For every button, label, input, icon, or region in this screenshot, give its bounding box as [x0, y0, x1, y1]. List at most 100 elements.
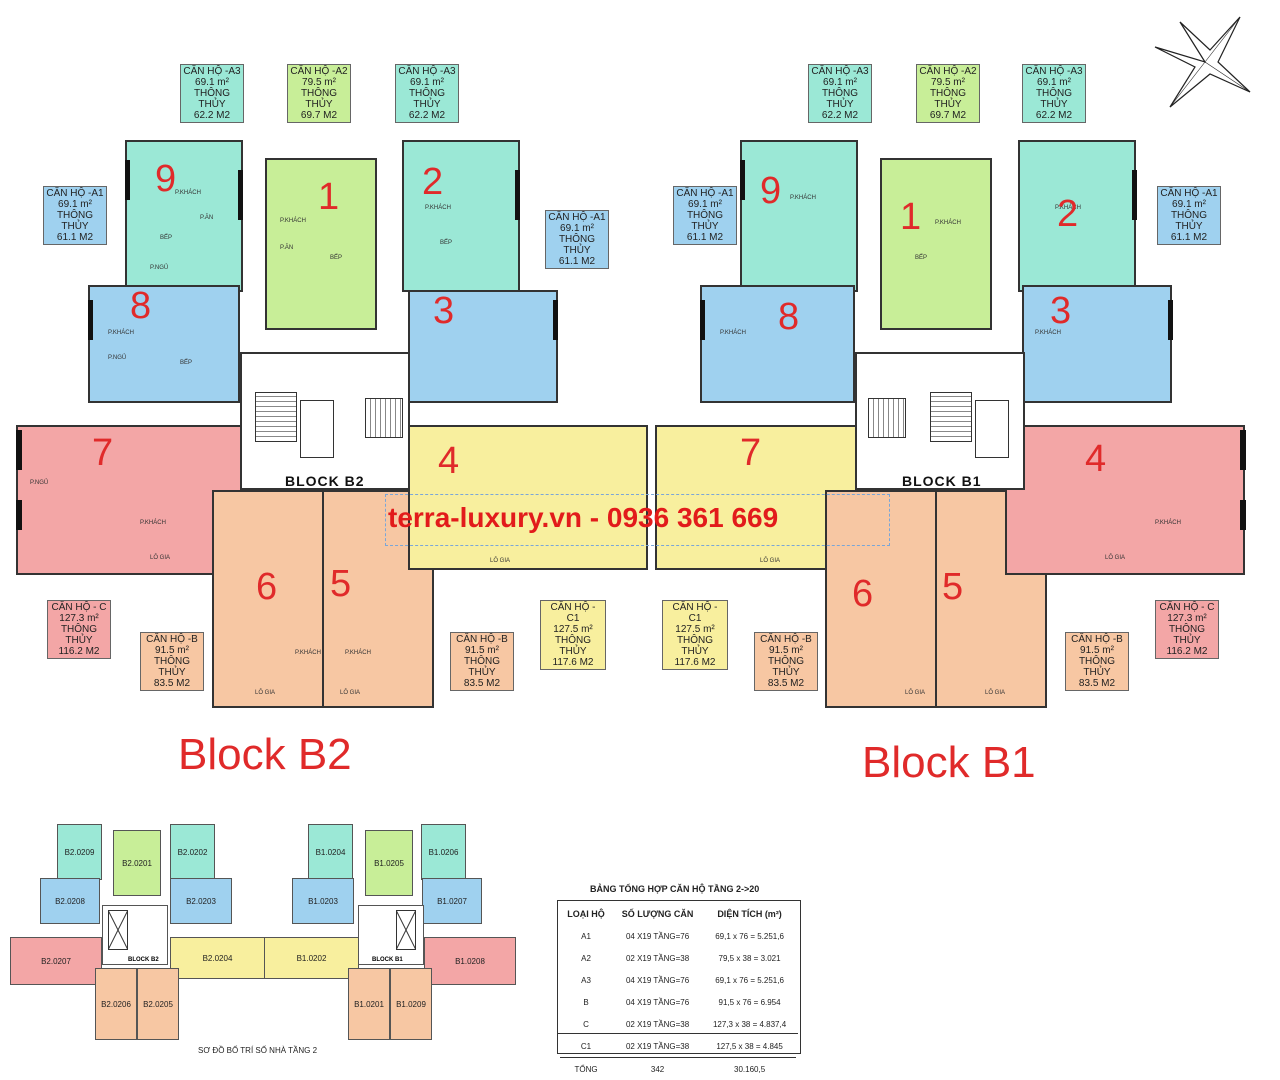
unit-number: 2: [422, 163, 443, 201]
mini-unit[interactable]: B1.0209: [390, 968, 432, 1040]
mini-unit[interactable]: B1.0202: [264, 937, 359, 979]
unit-b2-3[interactable]: [408, 290, 558, 403]
mini-core-label-b1: BLOCK B1: [372, 957, 403, 963]
mini-unit[interactable]: B2.0201: [113, 830, 161, 896]
mini-unit[interactable]: B2.0208: [40, 878, 100, 924]
room-label: P.KHÁCH: [1155, 520, 1181, 526]
room-label: P.KHÁCH: [108, 330, 134, 336]
watermark-text: terra-luxury.vn - 0936 361 669: [388, 502, 778, 534]
core-label-b2: BLOCK B2: [285, 473, 365, 489]
summary-header-row: LOẠI HỘ SỐ LƯỢNG CĂN DIỆN TÍCH (m²): [560, 903, 796, 925]
summary-cell: A1: [560, 925, 612, 947]
unit-b2-2[interactable]: [402, 140, 520, 292]
room-label: P.KHÁCH: [720, 330, 746, 336]
unit-number: 2: [1057, 195, 1078, 233]
unit-b1-1[interactable]: [880, 158, 992, 330]
room-label: P.KHÁCH: [280, 218, 306, 224]
mini-stair-b1: [396, 910, 416, 950]
stair-b1-2: [868, 398, 906, 438]
room-label: P.KHÁCH: [790, 195, 816, 201]
block-title-b1: Block B1: [862, 738, 1036, 788]
unit-b1-3[interactable]: [1022, 285, 1172, 403]
summary-cell: A2: [560, 947, 612, 969]
room-label: LÔ GIA: [760, 558, 780, 564]
mini-unit[interactable]: B2.0209: [57, 824, 102, 880]
wall: [125, 160, 130, 200]
unit-b2-9[interactable]: [125, 140, 243, 292]
mini-unit[interactable]: B1.0208: [424, 937, 516, 985]
unit-b1-9[interactable]: [740, 140, 858, 292]
summary-cell: A3: [560, 969, 612, 991]
unit-b2-8[interactable]: [88, 285, 240, 403]
room-label: P.NGỦ: [108, 355, 126, 361]
unit-number: 8: [778, 298, 799, 336]
unit-number: 4: [1085, 440, 1106, 478]
mini-unit[interactable]: B1.0201: [348, 968, 390, 1040]
elevator-b2: [300, 400, 334, 458]
mini-unit[interactable]: B1.0204: [308, 824, 353, 880]
stair-b2: [255, 392, 297, 442]
mini-unit[interactable]: B2.0203: [170, 878, 232, 924]
core-label-b1: BLOCK B1: [902, 473, 982, 489]
unit-number: 3: [433, 292, 454, 330]
unit-number: 6: [852, 575, 873, 613]
mini-map-caption: SƠ ĐỒ BỐ TRÍ SỐ NHÀ TẦNG 2: [198, 1046, 317, 1055]
room-label: P.KHÁCH: [175, 190, 201, 196]
room-label: LÔ GIA: [1105, 555, 1125, 561]
mini-unit[interactable]: B2.0204: [170, 937, 265, 979]
summary-cell: 91,5 x 76 = 6.954: [703, 991, 796, 1013]
mini-unit[interactable]: B1.0206: [421, 824, 466, 880]
mini-unit[interactable]: B2.0206: [95, 968, 137, 1040]
summary-cell: 127,5 x 38 = 4.845: [703, 1035, 796, 1058]
unit-number: 7: [92, 434, 113, 472]
summary-cell: 30.160,5: [703, 1058, 796, 1080]
wall: [1168, 300, 1173, 340]
room-label: P.KHÁCH: [295, 650, 321, 656]
summary-cell: C: [560, 1013, 612, 1035]
mini-unit[interactable]: B1.0205: [365, 830, 413, 896]
summary-cell: 04 X19 TẦNG=76: [612, 969, 703, 991]
mini-core-label-b2: BLOCK B2: [128, 957, 159, 963]
unit-number: 4: [438, 442, 459, 480]
room-label: P.NGỦ: [150, 265, 168, 271]
mini-unit[interactable]: B2.0205: [137, 968, 179, 1040]
summary-cell: 79,5 x 38 = 3.021: [703, 947, 796, 969]
mini-unit[interactable]: B2.0207: [10, 937, 102, 985]
room-label: BẾP: [160, 235, 172, 241]
stair-b2-2: [365, 398, 403, 438]
unit-number: 5: [330, 565, 351, 603]
stair-b1: [930, 392, 972, 442]
summary-cell: C1: [560, 1035, 612, 1058]
unit-number: 8: [130, 287, 151, 325]
unit-number: 1: [900, 198, 921, 236]
mini-unit[interactable]: B1.0207: [422, 878, 482, 924]
summary-cell: 127,3 x 38 = 4.837,4: [703, 1013, 796, 1035]
mini-unit[interactable]: B2.0202: [170, 824, 215, 880]
mini-unit[interactable]: B1.0203: [292, 878, 354, 924]
unit-b1-4[interactable]: [1005, 425, 1245, 575]
room-label: LÔ GIA: [340, 690, 360, 696]
room-label: P.KHÁCH: [425, 205, 451, 211]
room-label: LÔ GIA: [985, 690, 1005, 696]
summary-cell: 02 X19 TẦNG=38: [612, 1013, 703, 1035]
wall: [238, 170, 243, 220]
room-label: LÔ GIA: [255, 690, 275, 696]
summary-cell: 69,1 x 76 = 5.251,6: [703, 925, 796, 947]
room-label: P.ĂN: [280, 245, 293, 251]
